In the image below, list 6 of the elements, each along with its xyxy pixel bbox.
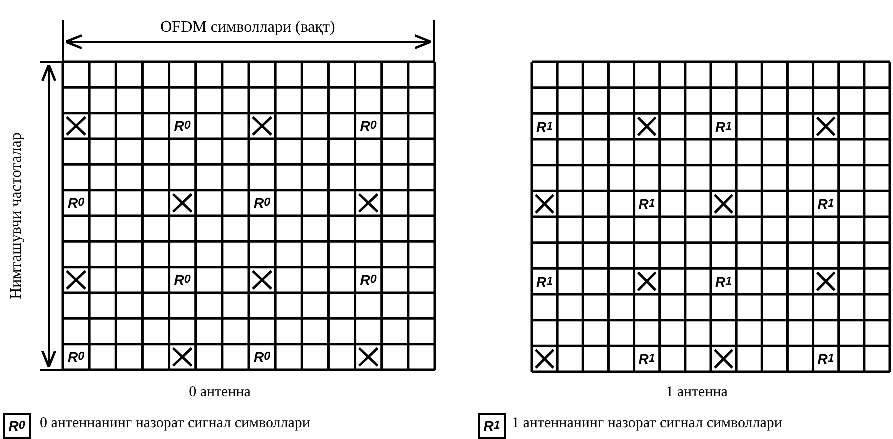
legend-text: 0 антеннанинг назорат сигнал символлари	[40, 416, 310, 432]
axis-label: Нимташувчи частоталар	[8, 132, 26, 300]
grid-caption: 1 антенна	[666, 384, 728, 402]
grid-caption: 0 антенна	[189, 384, 251, 402]
legend-text: 1 антеннанинг назорат сигнал символлари	[512, 416, 782, 432]
axis-label: OFDM символлари (вақт)	[160, 19, 336, 37]
